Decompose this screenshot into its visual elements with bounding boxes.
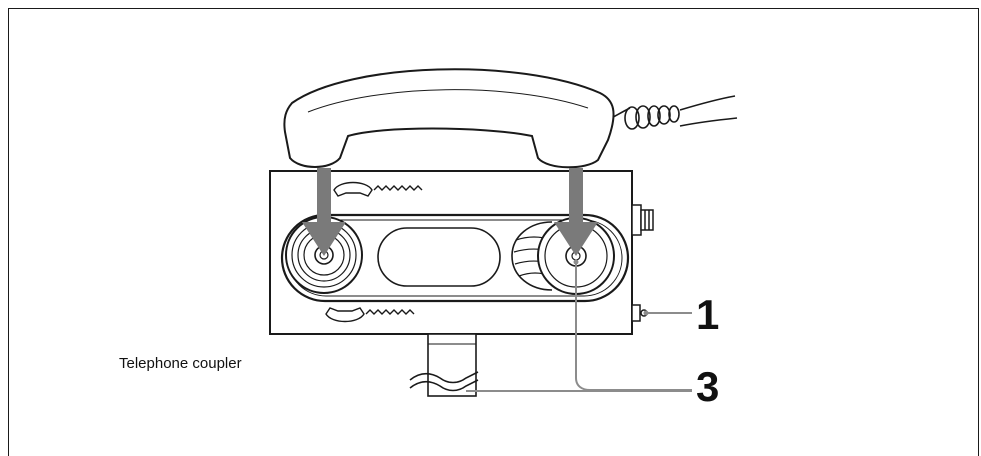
handset-cord <box>599 95 738 130</box>
telephone-coupler-caption: Telephone coupler <box>119 355 242 372</box>
figure-frame <box>8 8 979 456</box>
leader-3-dot <box>573 259 579 265</box>
placement-arrows <box>302 168 598 256</box>
leader-1-dot <box>643 310 649 316</box>
handset-highlight <box>307 89 589 113</box>
callout-3: 3 <box>696 363 720 410</box>
telephone-handset <box>283 68 615 169</box>
leader-lines <box>466 262 692 392</box>
right-down-arrow <box>554 168 598 256</box>
left-down-arrow <box>302 168 346 256</box>
microphone-cup <box>511 217 615 295</box>
center-window <box>377 227 501 287</box>
callout-1: 1 <box>696 291 720 338</box>
bottom-handset-icon <box>325 307 415 323</box>
side-knob <box>631 204 654 236</box>
top-handset-icon <box>333 181 423 197</box>
cable-connector <box>409 333 479 397</box>
